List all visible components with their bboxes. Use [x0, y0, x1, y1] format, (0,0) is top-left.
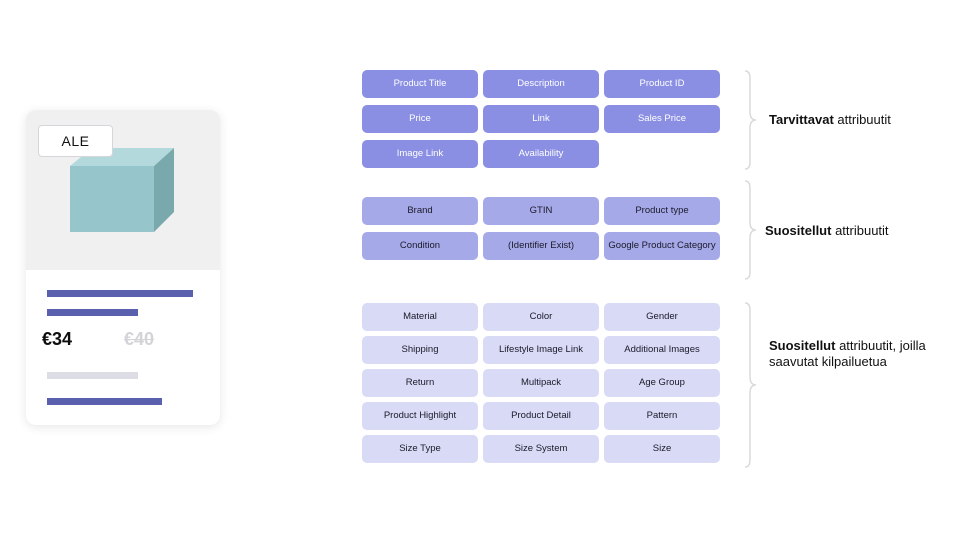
sale-tag: ALE	[38, 125, 113, 157]
attribute-chip: Price	[362, 105, 478, 133]
original-price: €40	[124, 329, 155, 349]
attribute-chip: Size	[604, 435, 720, 463]
product-card: ALE €34 €40	[26, 110, 220, 425]
attribute-chip: Return	[362, 369, 478, 397]
description-line	[47, 372, 138, 379]
attribute-chip: Product type	[604, 197, 720, 225]
brace-icon	[744, 302, 757, 468]
attribute-chip: Sales Price	[604, 105, 720, 133]
attribute-chip: Condition	[362, 232, 478, 260]
attribute-chip: Product Detail	[483, 402, 599, 430]
title-line	[47, 290, 193, 297]
attribute-chip: Image Link	[362, 140, 478, 168]
recommended-attributes-grid: Brand GTIN Product type Condition (Ident…	[362, 197, 720, 260]
attribute-chip: Shipping	[362, 336, 478, 364]
attribute-chip: Description	[483, 70, 599, 98]
attribute-chip: Product Highlight	[362, 402, 478, 430]
attribute-chip: Google Product Category	[604, 232, 720, 260]
attribute-chip: Product ID	[604, 70, 720, 98]
competitive-attributes-label: Suositellut attribuutit, joilla saavutat…	[769, 338, 926, 369]
attribute-chip: GTIN	[483, 197, 599, 225]
attribute-chip: Additional Images	[604, 336, 720, 364]
attribute-chip: Availability	[483, 140, 599, 168]
attribute-chip: Product Title	[362, 70, 478, 98]
brace-icon	[744, 180, 757, 280]
attribute-chip: Age Group	[604, 369, 720, 397]
attribute-chip: Size Type	[362, 435, 478, 463]
current-price: €34	[42, 329, 73, 349]
attribute-chip: Pattern	[604, 402, 720, 430]
brace-icon	[744, 70, 757, 170]
subtitle-line	[47, 309, 138, 316]
product-box-icon	[70, 148, 174, 232]
attribute-chip: Size System	[483, 435, 599, 463]
detail-line	[47, 398, 162, 405]
attribute-chip: (Identifier Exist)	[483, 232, 599, 260]
competitive-attributes-grid: Material Color Gender Shipping Lifestyle…	[362, 303, 720, 463]
recommended-attributes-label: Suositellut attribuutit	[765, 223, 889, 238]
attribute-chip: Color	[483, 303, 599, 331]
required-attributes-label: Tarvittavat attribuutit	[769, 112, 891, 127]
attribute-chip: Link	[483, 105, 599, 133]
attribute-chip: Material	[362, 303, 478, 331]
attribute-chip: Multipack	[483, 369, 599, 397]
attribute-chip: Lifestyle Image Link	[483, 336, 599, 364]
attribute-chip: Gender	[604, 303, 720, 331]
attribute-chip: Brand	[362, 197, 478, 225]
required-attributes-grid: Product Title Description Product ID Pri…	[362, 70, 720, 168]
